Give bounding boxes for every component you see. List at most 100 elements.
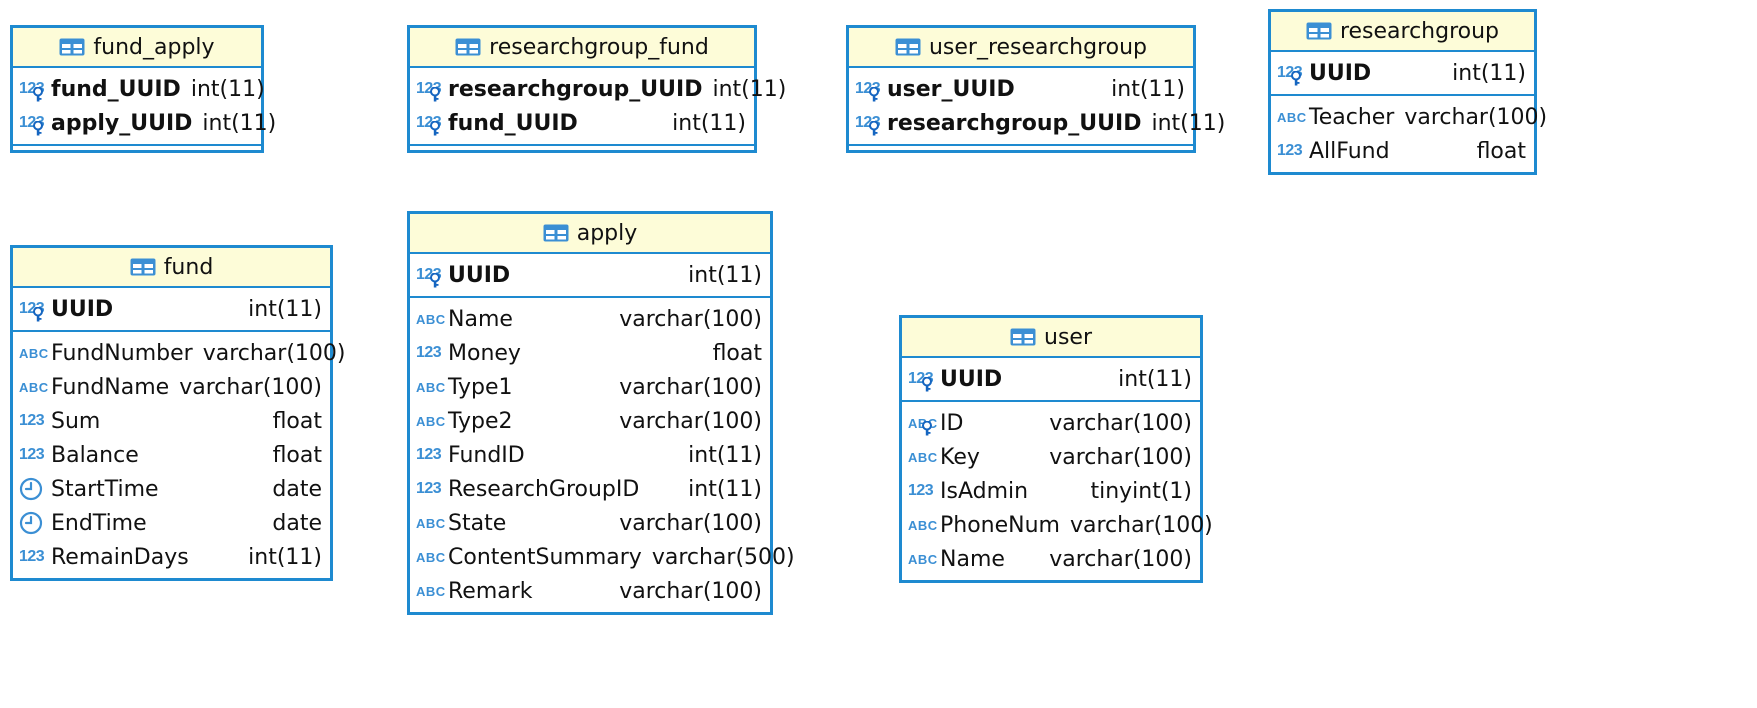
text-type-icon: ABC [416, 549, 446, 565]
column-name: IsAdmin [940, 478, 1029, 504]
table-title: apply [576, 220, 638, 246]
table-header[interactable]: researchgroup [1271, 12, 1534, 52]
column-section [849, 146, 1193, 150]
table-icon [1010, 328, 1036, 346]
column-type: varchar(100) [1049, 410, 1192, 436]
text-type-icon: ABC [19, 379, 49, 395]
column-name: RemainDays [51, 544, 189, 570]
column-name: EndTime [51, 510, 147, 536]
column-type: varchar(100) [619, 374, 762, 400]
column-type: varchar(100) [1404, 104, 1548, 130]
column-type: date [272, 476, 322, 502]
column-row[interactable]: StartTime date [13, 472, 330, 506]
numeric-type-icon: 123 [416, 446, 442, 463]
column-section [410, 146, 754, 150]
column-name: PhoneNum [940, 512, 1060, 538]
primary-key-numeric-icon: 123 [1277, 60, 1309, 86]
column-type: int(11) [190, 76, 265, 102]
column-name: apply_UUID [51, 110, 193, 136]
column-type: varchar(100) [1069, 512, 1213, 538]
column-name: ID [940, 410, 964, 436]
column-row[interactable]: ABCIDvarchar(100) [902, 406, 1200, 440]
table-icon [59, 38, 85, 56]
numeric-type-icon: 123 [19, 412, 45, 429]
table-title: fund [163, 254, 214, 280]
column-type: int(11) [1111, 76, 1185, 102]
text-type-icon: ABC [908, 551, 938, 567]
column-name: Type1 [448, 374, 513, 400]
primary-key-numeric-icon: 123 [855, 110, 887, 136]
column-type: varchar(100) [619, 306, 762, 332]
column-name: researchgroup_UUID [887, 110, 1142, 136]
column-name: AllFund [1309, 138, 1390, 164]
column-type: int(11) [712, 76, 787, 102]
column-name: FundID [448, 442, 525, 468]
primary-key-numeric-icon: 123 [416, 76, 448, 102]
column-name: Key [940, 444, 980, 470]
column-name: UUID [940, 366, 1003, 392]
primary-key-numeric-icon: 123 [19, 296, 51, 322]
text-type-icon: ABC [416, 583, 446, 599]
table-header[interactable]: user_researchgroup [849, 28, 1193, 68]
column-name: StartTime [51, 476, 159, 502]
table-header[interactable]: apply [410, 214, 770, 254]
text-type-icon: ABC [908, 449, 938, 465]
column-type: int(11) [1118, 366, 1192, 392]
column-row[interactable]: EndTime date [13, 506, 330, 540]
column-type: varchar(100) [179, 374, 323, 400]
primary-key-numeric-icon: 123 [416, 262, 448, 288]
table-header[interactable]: researchgroup_fund [410, 28, 754, 68]
column-name: State [448, 510, 507, 536]
table-header[interactable]: user [902, 318, 1200, 358]
column-name: UUID [1309, 60, 1372, 86]
table-header[interactable]: fund_apply [13, 28, 261, 68]
table-icon [543, 224, 569, 242]
column-name: ContentSummary [448, 544, 642, 570]
table-header[interactable]: fund [13, 248, 330, 288]
column-type: int(11) [248, 296, 322, 322]
column-type: varchar(100) [619, 578, 762, 604]
column-type: date [272, 510, 322, 536]
